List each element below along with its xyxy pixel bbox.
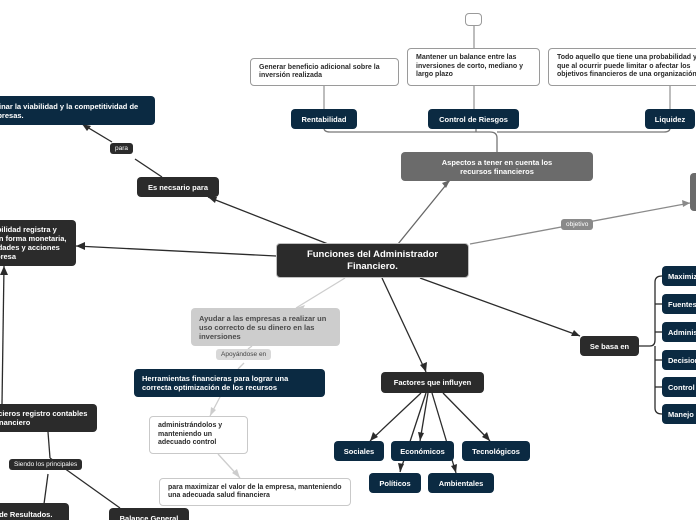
- liquidez-node[interactable]: Liquidez: [645, 109, 695, 129]
- factores-influyen-node[interactable]: Factores que influyen: [381, 372, 484, 393]
- arrow-sociales: [370, 432, 378, 441]
- politicos-node[interactable]: Políticos: [369, 473, 421, 493]
- basa-item-6[interactable]: Manejo de riesgos: [662, 404, 696, 424]
- edge-ayudar-apoyandose: [247, 345, 253, 350]
- edge-f-tecnologicos: [442, 392, 491, 442]
- edge-estados-siendo: [47, 431, 51, 459]
- arrow-economicos: [418, 432, 424, 441]
- contabilidad-node[interactable]: La contabilidad registra y resume en for…: [0, 220, 76, 266]
- root-topic-node[interactable]: Funciones del Administrador Financiero.: [276, 243, 469, 278]
- ayudar-empresas-node[interactable]: Ayudar a las empresas a realizar un uso …: [191, 308, 340, 346]
- herramientas-financieras-node[interactable]: Herramientas financieras para lograr una…: [134, 369, 325, 397]
- rentabilidad-node[interactable]: Rentabilidad: [291, 109, 357, 129]
- estados-financieros-node[interactable]: Estados financieros registro contables d…: [0, 404, 97, 432]
- edge-contab-estados: [1, 265, 5, 405]
- riesgo-definicion-note[interactable]: Todo aquello que tiene una probabilidad …: [548, 48, 696, 86]
- arrow-tecnologicos: [482, 432, 490, 441]
- edge-necesario-para: [134, 158, 163, 178]
- edge-siendo-resultados: [43, 473, 49, 505]
- arrow-necesario: [208, 197, 217, 203]
- arrow-factores: [420, 362, 427, 372]
- arrow-ambientales: [451, 464, 457, 473]
- edge-root-necesario: [207, 196, 329, 245]
- basa-item-4[interactable]: Decisiones de inversión: [662, 350, 696, 370]
- objetivo-link-label[interactable]: objetivo: [561, 219, 594, 230]
- se-basa-node[interactable]: Se basa en: [580, 336, 639, 356]
- control-riesgos-node[interactable]: Control de Riesgos: [428, 109, 519, 129]
- aspectos-recursos-node[interactable]: Aspectos a tener en cuenta los recursos …: [401, 152, 593, 181]
- arrow-maximizar: [232, 469, 240, 478]
- edge-f-sociales: [369, 392, 422, 442]
- balance-general-node[interactable]: Balance General: [109, 508, 189, 520]
- edge-root-ayudar: [295, 277, 346, 309]
- edge-bracket-liquidez: [497, 127, 671, 133]
- edge-basa-bracket: [639, 275, 663, 347]
- arrow-admin: [210, 407, 216, 416]
- tecnologicos-node[interactable]: Tecnológicos: [462, 441, 530, 461]
- basa-item-1[interactable]: Maximización: [662, 266, 696, 286]
- edge-root-contabilidad: [75, 245, 277, 257]
- siendo-principales-link-label[interactable]: Siendo los principales: [9, 459, 83, 470]
- edge-root-basa: [419, 277, 581, 337]
- viabilidad-node[interactable]: determinar la viabilidad y la competitiv…: [0, 96, 155, 125]
- sociales-node[interactable]: Sociales: [334, 441, 384, 461]
- arrow-estados: [0, 266, 8, 275]
- edge-basa-bracket-low: [654, 346, 663, 415]
- edge-f-ambientales: [431, 392, 457, 474]
- arrow-aspects: [442, 180, 450, 188]
- arrow-objetivo: [682, 200, 690, 207]
- es-necesario-node[interactable]: Es necsario para: [137, 177, 219, 197]
- edge-root-aspects: [397, 179, 451, 245]
- generar-beneficio-note[interactable]: Generar beneficio adicional sobre la inv…: [250, 58, 399, 86]
- edge-root-factores: [381, 277, 427, 373]
- ambientales-node[interactable]: Ambientales: [428, 473, 494, 493]
- estado-resultados-node[interactable]: Estado de Resultados.: [0, 503, 69, 520]
- administrandolos-note[interactable]: administrándolos y manteniendo un adecua…: [149, 416, 248, 454]
- arrow-politicos: [398, 463, 404, 472]
- objetivo-target-node[interactable]: [690, 173, 696, 211]
- edge-aspects-bracket: [323, 127, 498, 152]
- arrow-contabilidad: [76, 242, 85, 250]
- maximizar-valor-note[interactable]: para maximizar el valor de la empresa, m…: [159, 478, 351, 506]
- para-link-label[interactable]: para: [110, 143, 134, 154]
- mantener-balance-note[interactable]: Mantener un balance entre las inversione…: [407, 48, 540, 86]
- empty-topic-node[interactable]: [465, 13, 482, 26]
- basa-item-3[interactable]: Administración: [662, 322, 696, 342]
- basa-item-2[interactable]: Fuentes de financiación: [662, 294, 696, 314]
- arrow-viabilidad: [82, 124, 91, 131]
- basa-item-5[interactable]: Control financiero: [662, 377, 696, 397]
- arrow-basa: [571, 330, 580, 336]
- apoyandose-link-label[interactable]: Apoyándose en: [216, 349, 272, 360]
- edge-apoyandose-herramientas: [237, 362, 245, 370]
- economicos-node[interactable]: Económicos: [391, 441, 454, 461]
